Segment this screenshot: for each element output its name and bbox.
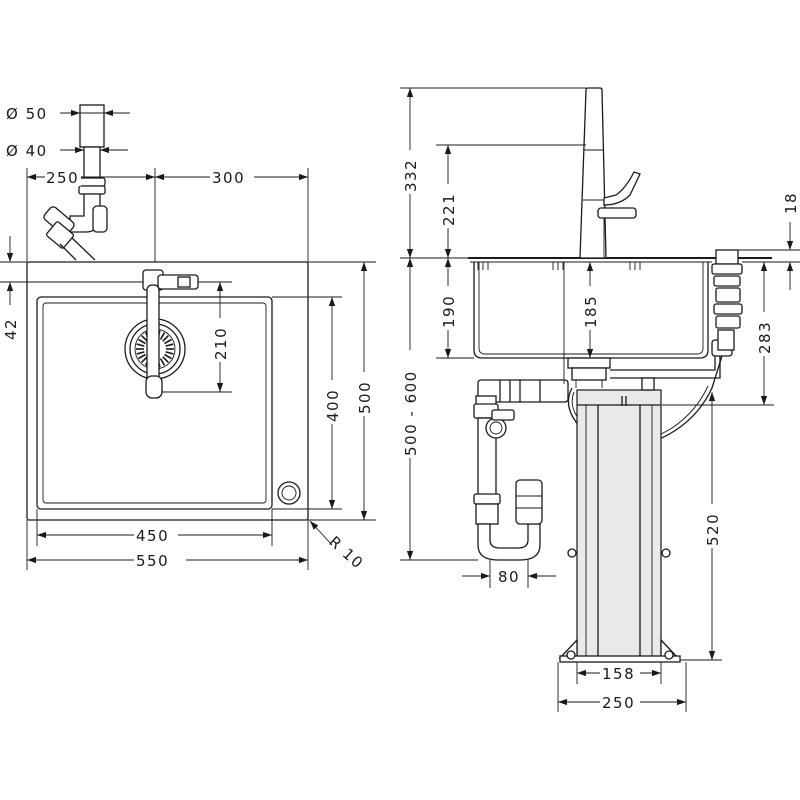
dim-height-42: 42: [2, 318, 20, 340]
strainer-slot: [164, 338, 172, 345]
dim-height-185: 185: [582, 295, 600, 328]
tap-top-view: [142, 269, 204, 399]
dim-height-210: 210: [212, 327, 230, 360]
strainer-slot: [165, 343, 174, 347]
dim-diameter-40: Ø 40: [6, 142, 48, 160]
dim-width-300: 300: [212, 169, 245, 187]
top-view: Ø 50 Ø 40 250 300 42 210 400 500 450 550…: [0, 104, 376, 573]
dim-height-190: 190: [440, 295, 458, 328]
dim-width-80: 80: [498, 568, 520, 586]
drain-pipe-top: [43, 104, 108, 261]
dim-width-250-bottom: 250: [602, 694, 635, 712]
siphon-trap: [473, 379, 569, 561]
overflow-hole: [277, 481, 301, 505]
dim-height-500: 500: [356, 381, 374, 414]
strainer-slot: [165, 351, 174, 355]
sink-outline: [26, 261, 309, 521]
overflow-assembly: [711, 249, 743, 351]
dim-height-283: 283: [756, 321, 774, 354]
column-stand: [558, 377, 681, 663]
side-view: 332 221 18 190 185 283 500 - 600 520 80 …: [400, 87, 800, 712]
strainer-slot: [162, 356, 170, 364]
strainer-slot: [159, 332, 166, 340]
dim-height-520: 520: [704, 513, 722, 546]
strainer-slot: [162, 334, 170, 342]
dim-diameter-50: Ø 50: [6, 105, 48, 123]
dim-height-332: 332: [402, 159, 420, 192]
strainer-slot: [159, 358, 166, 366]
strainer-slot: [136, 351, 145, 355]
dim-radius-10: R 10: [325, 533, 367, 573]
strainer-slot: [140, 334, 148, 342]
strainer-slot: [138, 338, 146, 345]
dim-height-18: 18: [782, 192, 800, 214]
strainer-slot: [140, 356, 148, 364]
dim-width-250-top: 250: [46, 169, 79, 187]
strainer-slot: [138, 353, 146, 360]
dim-height-400: 400: [324, 389, 342, 422]
dim-width-450: 450: [136, 527, 169, 545]
dim-height-500-600: 500 - 600: [402, 370, 420, 456]
strainer-slot: [164, 353, 172, 360]
strainer-slot: [136, 343, 145, 347]
tap-side-view: [579, 87, 641, 259]
dim-height-221: 221: [440, 193, 458, 226]
dim-width-550: 550: [136, 552, 169, 570]
dim-width-158: 158: [602, 665, 635, 683]
